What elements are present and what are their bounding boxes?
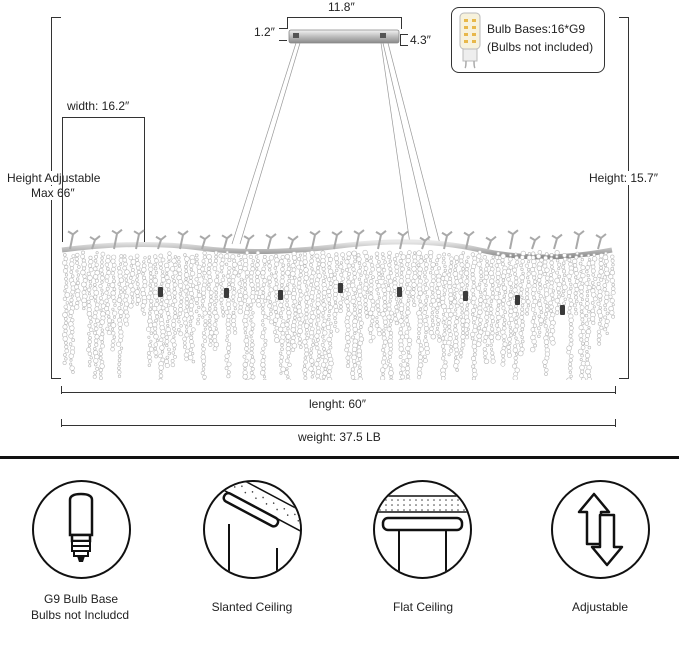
bulb-info-box: Bulb Bases:16*G9 (Bulbs not included) bbox=[451, 7, 605, 73]
feature-caption-slanted: Slanted Ceiling bbox=[211, 600, 293, 614]
weight-tick-left bbox=[61, 419, 62, 427]
canopy-depth-tick-v bbox=[400, 34, 401, 46]
canopy-thickness-tick bbox=[279, 28, 287, 29]
fixture-length-tick-left bbox=[61, 386, 62, 394]
bulb-info-line-2: (Bulbs not included) bbox=[487, 40, 594, 54]
fixture-width-tick-left bbox=[62, 117, 63, 242]
canopy-width-tick-left bbox=[287, 17, 288, 29]
adjustable-arrows-icon bbox=[553, 482, 648, 577]
canopy-depth-label: 4.3″ bbox=[410, 33, 431, 47]
canopy-depth-tick bbox=[400, 34, 408, 35]
canopy-thickness-label: 1.2″ bbox=[254, 25, 275, 39]
fixture-height-line bbox=[628, 17, 629, 379]
weight-label: weight: 37.5 LB bbox=[298, 430, 381, 444]
feature-circle-slanted bbox=[203, 480, 302, 579]
chandelier-illustration bbox=[61, 29, 616, 380]
g9-bulb-icon bbox=[457, 11, 483, 69]
canopy-width-line bbox=[287, 17, 402, 18]
feature-circle-g9 bbox=[32, 480, 131, 579]
section-divider bbox=[0, 456, 679, 459]
fixture-width-tick-right bbox=[144, 117, 145, 242]
fixture-height-tick-bottom bbox=[619, 378, 629, 379]
canopy-thickness-tick-b bbox=[279, 40, 287, 41]
feature-caption-g9-1: G9 Bulb Base bbox=[44, 592, 119, 606]
feature-caption-adjustable: Adjustable bbox=[571, 600, 629, 614]
canopy-width-tick-right bbox=[401, 17, 402, 29]
fixture-length-tick-right bbox=[615, 386, 616, 394]
feature-circle-flat bbox=[373, 480, 472, 579]
fixture-height-tick-top bbox=[619, 17, 629, 18]
weight-tick-right bbox=[615, 419, 616, 427]
fixture-height-label: Height: 15.7″ bbox=[588, 171, 659, 185]
canopy-width-label: 11.8″ bbox=[328, 0, 355, 14]
bulb-info-line-1: Bulb Bases:16*G9 bbox=[487, 22, 586, 36]
g9-bulb-base-icon bbox=[34, 482, 129, 577]
fixture-length-line bbox=[61, 392, 616, 393]
height-adjustable-label-2: Max 66″ bbox=[30, 186, 76, 200]
feature-caption-g9-2: Bulbs not Includcd bbox=[30, 608, 130, 622]
height-adjustable-tick-top bbox=[51, 17, 61, 18]
fixture-width-line bbox=[62, 117, 145, 118]
fixture-width-label: width: 16.2″ bbox=[67, 99, 130, 113]
fixture-length-label: lenght: 60″ bbox=[309, 397, 366, 411]
height-adjustable-tick-bottom bbox=[51, 378, 61, 379]
flat-ceiling-icon bbox=[375, 482, 470, 577]
height-adjustable-label-1: Height Adjustable bbox=[6, 171, 102, 185]
feature-circle-adjustable bbox=[551, 480, 650, 579]
canopy-depth-tick-b bbox=[400, 45, 408, 46]
feature-caption-flat: Flat Ceiling bbox=[392, 600, 454, 614]
weight-line bbox=[61, 425, 616, 426]
slanted-ceiling-icon bbox=[205, 482, 300, 577]
